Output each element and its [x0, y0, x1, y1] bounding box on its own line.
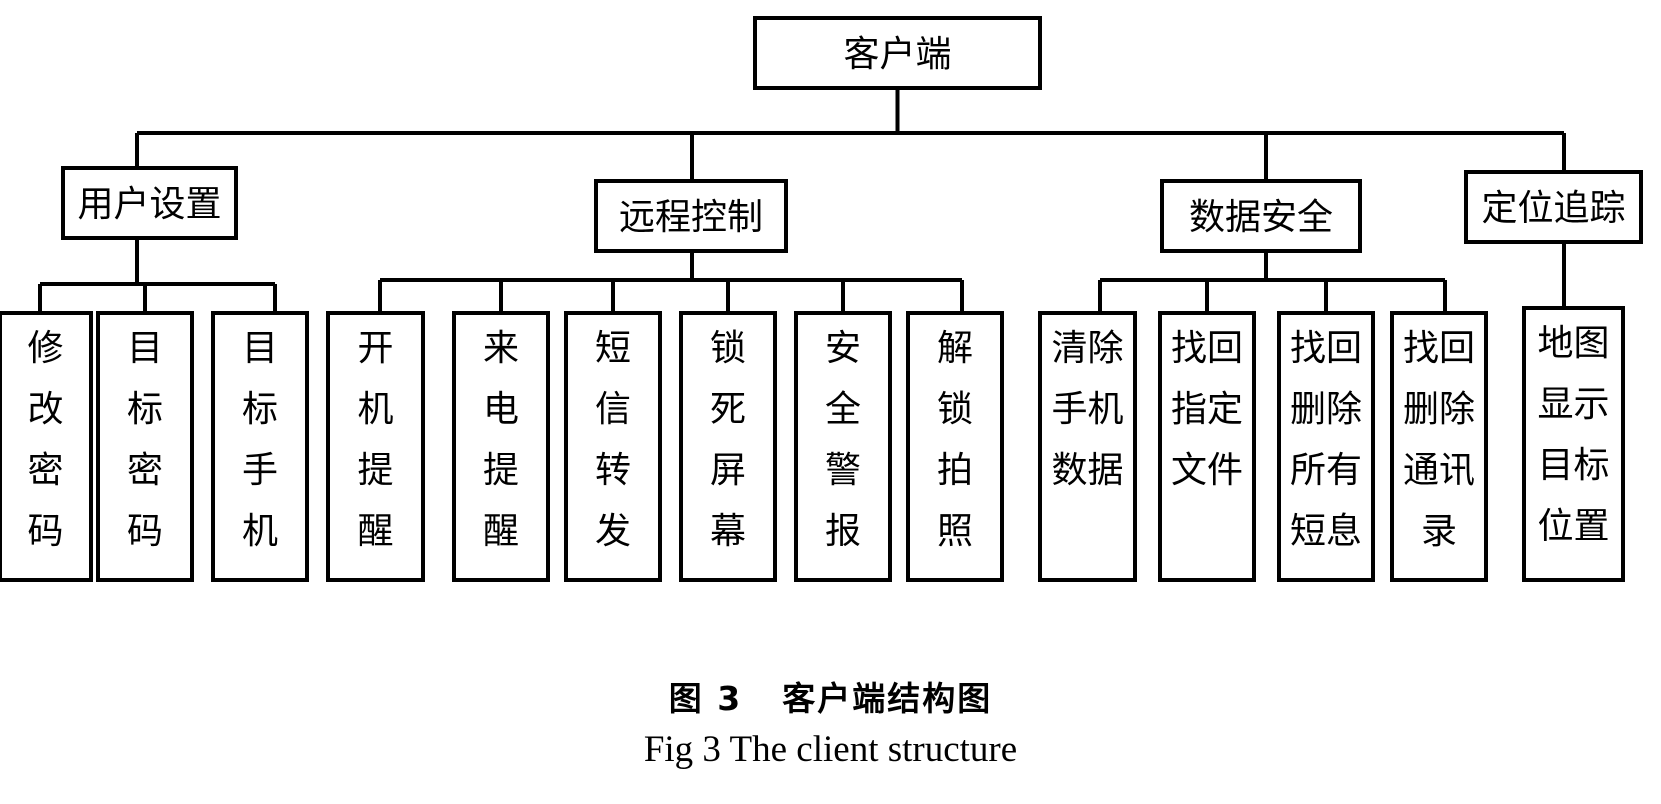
leaf-node-box [1522, 306, 1625, 582]
leaf-node-box [1390, 311, 1488, 582]
group-node-label: 用户设置 [77, 184, 221, 225]
group-node-box [594, 179, 788, 253]
leaf-node-box [211, 311, 309, 582]
leaf-node-box [1277, 311, 1375, 582]
leaf-node-unlock-photo: 解锁拍照 [906, 311, 1004, 582]
leaf-node-box [96, 311, 194, 582]
group-node-remote-control: 远程控制 [594, 179, 788, 253]
group-node-label: 远程控制 [619, 197, 763, 238]
leaf-node-retrieve-deleted-sms: 找回删除所有短息 [1277, 311, 1375, 582]
leaf-node-box [0, 311, 93, 582]
leaf-node-box [1038, 311, 1137, 582]
leaf-node-label: 地图显示目标位置 [1537, 323, 1609, 547]
leaf-node-security-alarm: 安全警报 [794, 311, 892, 582]
leaf-node-box [1158, 311, 1256, 582]
root-node: 客户端 [753, 16, 1042, 90]
leaf-node-label: 修改密码 [27, 328, 63, 552]
leaf-node-label: 找回指定文件 [1171, 328, 1243, 491]
root-node-box [753, 16, 1042, 90]
leaf-node-label: 清除手机数据 [1051, 328, 1123, 491]
leaf-node-box [906, 311, 1004, 582]
group-node-label: 定位追踪 [1481, 188, 1625, 229]
leaf-node-target-phone: 目标手机 [211, 311, 309, 582]
leaf-node-retrieve-deleted-contacts: 找回删除通讯录 [1390, 311, 1488, 582]
leaf-node-label: 目标密码 [127, 328, 163, 552]
leaf-node-label: 目标手机 [242, 328, 278, 552]
leaf-node-map-show-target: 地图显示目标位置 [1522, 306, 1625, 582]
leaf-node-target-password: 目标密码 [96, 311, 194, 582]
leaf-node-call-alert: 来电提醒 [452, 311, 550, 582]
leaf-node-label: 找回删除通讯录 [1403, 328, 1475, 552]
leaf-node-label: 锁死屏幕 [710, 328, 746, 552]
group-node-box [61, 166, 238, 240]
leaf-node-clear-phone-data: 清除手机数据 [1038, 311, 1137, 582]
group-node-user-settings: 用户设置 [61, 166, 238, 240]
group-node-label: 数据安全 [1189, 197, 1333, 238]
group-node-box [1160, 179, 1362, 253]
leaf-node-lock-screen: 锁死屏幕 [679, 311, 777, 582]
figure-number: 图 3 [668, 679, 743, 718]
leaf-node-boot-alert: 开机提醒 [326, 311, 425, 582]
leaf-node-box [564, 311, 662, 582]
group-node-box [1464, 170, 1643, 244]
leaf-node-label: 安全警报 [825, 328, 861, 552]
leaf-node-change-password: 修改密码 [0, 311, 93, 582]
leaf-node-label: 开机提醒 [357, 328, 393, 552]
leaf-node-box [794, 311, 892, 582]
leaf-node-box [452, 311, 550, 582]
figure-title-cn: 客户端结构图 [782, 679, 993, 718]
leaf-node-sms-forward: 短信转发 [564, 311, 662, 582]
group-node-location-tracking: 定位追踪 [1464, 170, 1643, 244]
leaf-node-label: 来电提醒 [483, 328, 519, 552]
figure-caption-cn: 图 3 客户端结构图 [0, 672, 1661, 720]
leaf-node-box [679, 311, 777, 582]
leaf-node-label: 短信转发 [595, 328, 631, 552]
leaf-node-box [326, 311, 425, 582]
group-node-data-security: 数据安全 [1160, 179, 1362, 253]
leaf-node-label: 找回删除所有短息 [1290, 328, 1362, 552]
root-node-label: 客户端 [843, 34, 951, 75]
figure-caption-en: Fig 3 The client structure [643, 729, 1018, 770]
leaf-node-label: 解锁拍照 [937, 328, 973, 552]
leaf-node-retrieve-files: 找回指定文件 [1158, 311, 1256, 582]
